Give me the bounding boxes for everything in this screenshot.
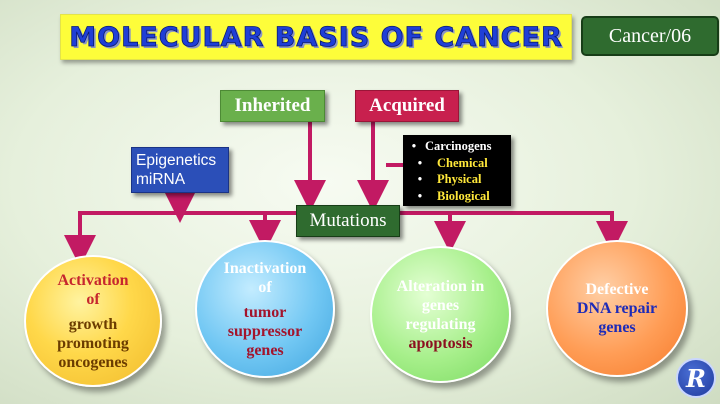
circle-text: growth	[68, 315, 118, 333]
bullet-icon: •	[417, 172, 423, 186]
oncogene-activation-circle: Activation of growth promoting oncogenes	[24, 255, 162, 387]
circle-text: regulating	[405, 315, 476, 333]
apoptosis-circle: Alteration in genes regulating apoptosis	[370, 246, 511, 383]
epigenetics-box: Epigenetics miRNA	[131, 147, 229, 193]
bullet-icon: •	[411, 139, 417, 153]
circle-text: genes	[598, 319, 636, 336]
circle-text: Activation	[57, 271, 129, 289]
mutations-box: Mutations	[296, 205, 400, 237]
circle-text: genes	[246, 341, 284, 359]
carcinogens-box: •Carcinogens •Chemical •Physical •Biolog…	[403, 135, 511, 206]
r-logo-icon: R	[676, 358, 716, 398]
circle-text: DNA repair	[576, 300, 658, 317]
inherited-box: Inherited	[220, 90, 325, 122]
circle-text: Inactivation	[223, 259, 307, 277]
carcinogen-item: •Biological	[403, 188, 511, 205]
circle-text: promoting	[57, 334, 129, 352]
tumor-suppressor-circle: Inactivation of tumor suppressor genes	[195, 240, 335, 378]
circle-text: genes	[421, 296, 460, 314]
dna-repair-circle: Defective DNA repair genes	[546, 240, 688, 377]
circle-text: Alteration in	[396, 277, 485, 295]
epigenetics-label: Epigenetics	[136, 152, 217, 169]
bullet-icon: •	[417, 155, 423, 170]
acquired-box: Acquired	[355, 90, 459, 122]
circle-text: apoptosis	[408, 334, 473, 352]
bullet-icon: •	[417, 188, 423, 203]
circle-text: tumor	[243, 303, 287, 321]
slide-tag: Cancer/06	[581, 16, 719, 56]
carcinogen-item: •Physical	[403, 171, 511, 188]
circle-text: of	[86, 290, 100, 308]
circle-text: oncogenes	[58, 353, 128, 371]
mirna-label: miRNA	[136, 171, 186, 188]
circle-text: of	[258, 278, 272, 296]
carcinogen-item: •Chemical	[403, 155, 511, 172]
circle-text: Defective	[585, 281, 649, 298]
page-title: MOLECULAR BASIS OF CANCER	[60, 14, 572, 60]
circle-text: suppressor	[227, 322, 303, 340]
carcinogens-heading-item: •Carcinogens	[403, 138, 511, 155]
